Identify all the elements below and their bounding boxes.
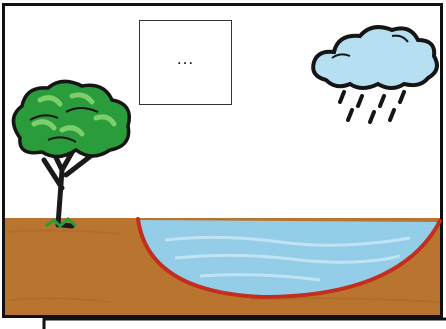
label-box-text: ... [177,49,194,69]
next-panel-frame [44,319,446,329]
label-box[interactable]: ... [139,20,232,105]
